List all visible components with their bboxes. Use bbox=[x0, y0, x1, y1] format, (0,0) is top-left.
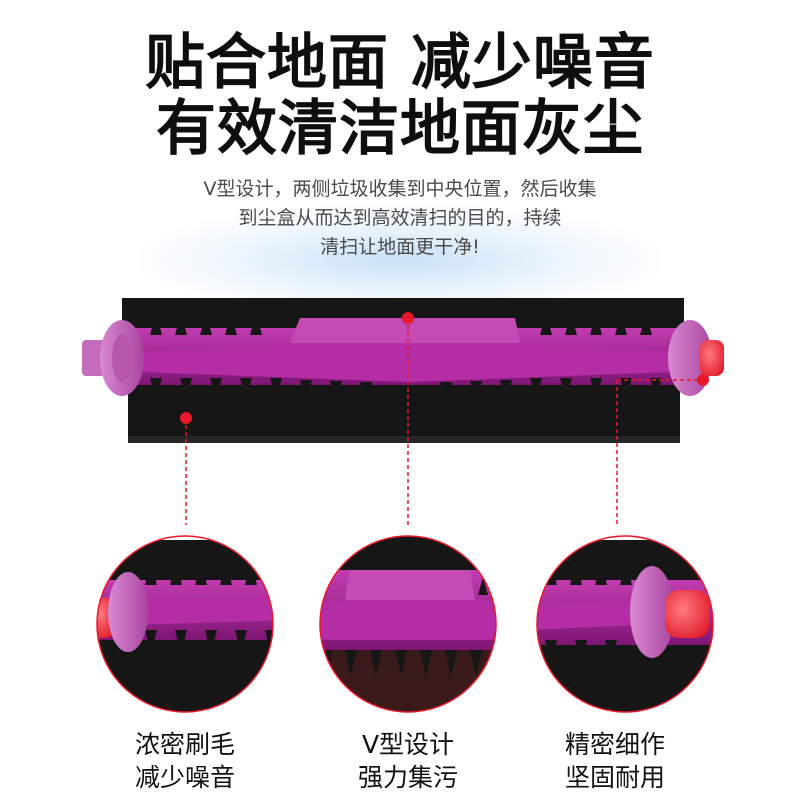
headline-line-1: 贴合地面 减少噪音 bbox=[145, 28, 655, 98]
feature-1-line-2: 减少噪音 bbox=[134, 763, 235, 792]
detail-circle-end-cap bbox=[536, 535, 714, 713]
feature-2-line-2: 强力集污 bbox=[357, 763, 458, 792]
headline-line-2: 有效清洁地面灰尘 bbox=[156, 94, 644, 164]
brush-bristles bbox=[122, 298, 684, 443]
right-end-cap bbox=[668, 320, 724, 396]
feature-caption-bristles: 浓密刷毛 减少噪音 bbox=[85, 728, 285, 794]
feature-caption-durable: 精密细作 坚固耐用 bbox=[515, 728, 715, 794]
callout-lines bbox=[185, 318, 700, 525]
callout-dot-v-design bbox=[402, 312, 414, 324]
detail-circle-bristles bbox=[96, 535, 274, 713]
callout-dot-end-cap bbox=[697, 374, 709, 386]
feature-2-line-1: V型设计 bbox=[361, 730, 455, 759]
feature-caption-v-design: V型设计 强力集污 bbox=[308, 728, 508, 794]
brush-core bbox=[120, 313, 690, 404]
detail-circle-v-design bbox=[319, 535, 497, 713]
feature-3-line-2: 坚固耐用 bbox=[564, 763, 665, 792]
description-line-2: 到尘盒从而达到高效清扫的目的，持续 bbox=[238, 207, 562, 229]
description-line-1: V型设计，两侧垃圾收集到中央位置，然后收集 bbox=[203, 178, 597, 200]
description-text: V型设计，两侧垃圾收集到中央位置，然后收集 到尘盒从而达到高效清扫的目的，持续 … bbox=[150, 175, 650, 262]
callout-dot-bristles bbox=[180, 412, 192, 424]
light-glow bbox=[140, 205, 660, 315]
feature-1-line-1: 浓密刷毛 bbox=[134, 730, 235, 759]
left-end-cap bbox=[82, 320, 144, 396]
feature-3-line-1: 精密细作 bbox=[564, 730, 665, 759]
description-line-3: 清扫让地面更干净! bbox=[320, 236, 480, 258]
